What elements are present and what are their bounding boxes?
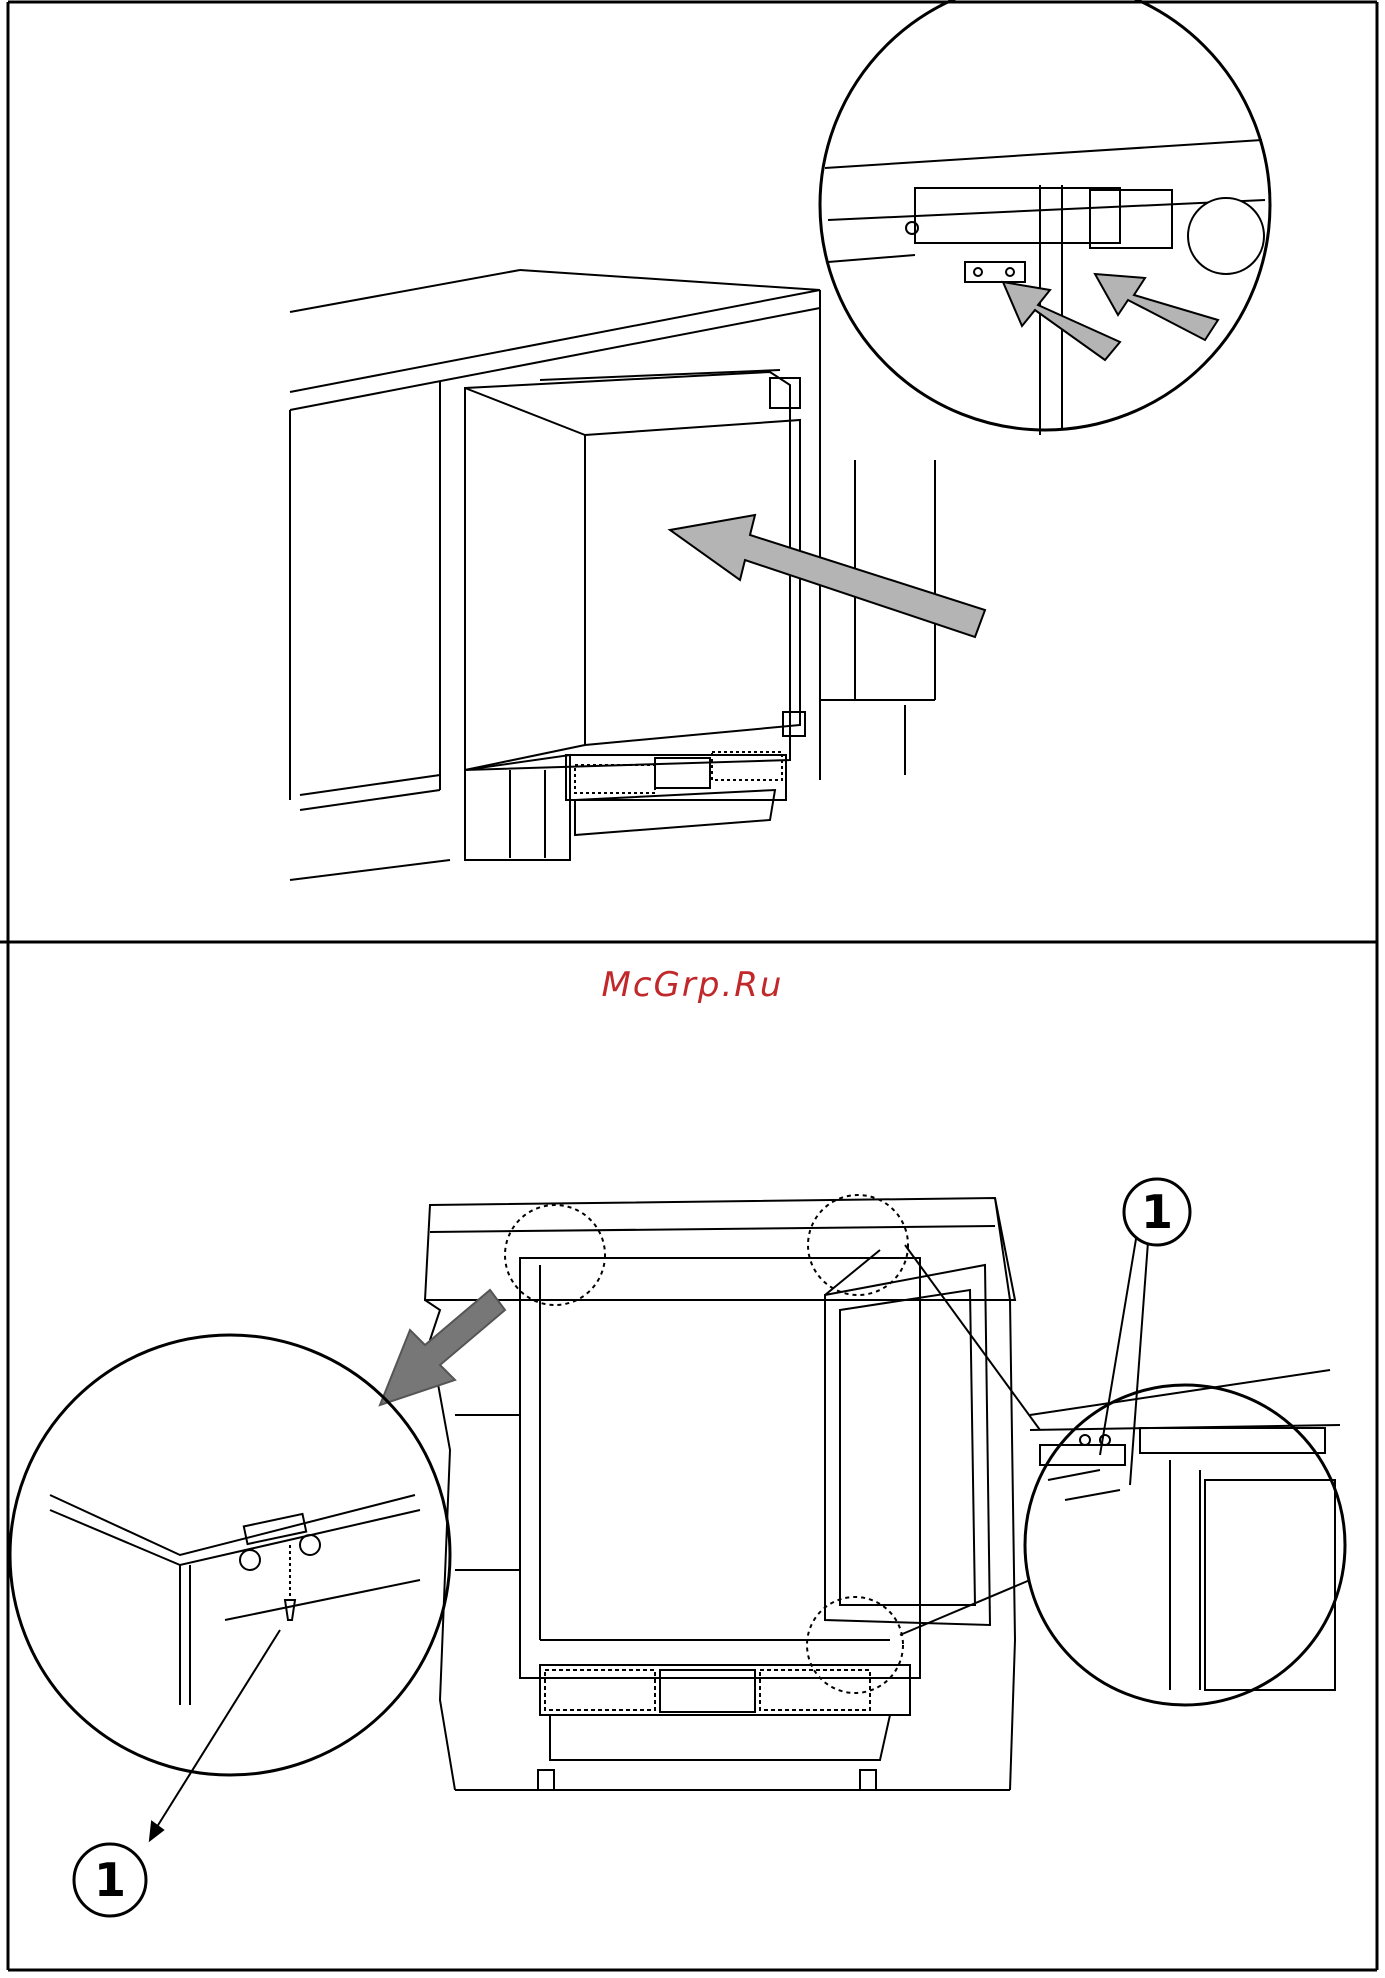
fridge-front-illustration: [425, 1195, 1040, 1790]
callout-label-bottom-left: 1: [78, 1848, 142, 1912]
push-in-arrow: [670, 515, 985, 637]
hinge-screws-content: [1030, 1215, 1340, 1690]
callout-label-detail-top: [1194, 204, 1258, 268]
watermark-text: McGrp.Ru: [0, 965, 1385, 1005]
hinge-screws-magnifier: [1025, 1385, 1345, 1705]
corner-detail-content: [50, 1495, 420, 1840]
remove-arrow: [380, 1290, 505, 1405]
hinge-detail-content: [825, 140, 1265, 435]
callout-label-top-right: 1: [1125, 1180, 1189, 1244]
detail-arrow-right: [1095, 274, 1218, 340]
